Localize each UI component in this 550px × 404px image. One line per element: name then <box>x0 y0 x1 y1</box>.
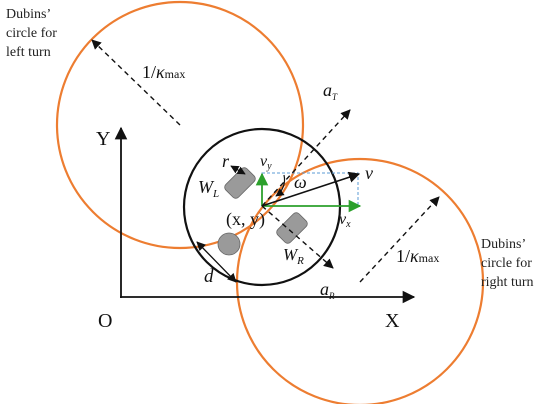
omega-label: ω <box>294 172 307 192</box>
origin-label: O <box>98 310 112 332</box>
x-axis-label: X <box>385 310 400 332</box>
caster-wheel <box>217 232 241 256</box>
right-circle-caption: Dubins’ circle for right turn <box>481 237 535 290</box>
y-axis-label: Y <box>96 128 110 150</box>
omega-arc <box>275 174 286 197</box>
right-wheel-label: WR <box>283 245 304 267</box>
distance-label: d <box>204 266 214 287</box>
left-wheel <box>224 167 256 199</box>
right-radius-arrow <box>359 196 440 283</box>
vx-label: vx <box>339 211 351 230</box>
radial-accel-arrow <box>261 205 334 269</box>
vy-label: vy <box>260 153 272 172</box>
left-wheel-label: WL <box>198 177 219 200</box>
tangential-accel-label: aT <box>323 80 338 102</box>
v-label: v <box>365 163 373 183</box>
right-wheel <box>276 212 308 244</box>
left-circle-caption: Dubins’ circle for left turn <box>6 7 60 60</box>
velocity-arrow <box>261 171 361 207</box>
left-radius-label: 1/κmax <box>142 62 185 82</box>
wheel-radius-label: r <box>222 151 230 171</box>
radial-accel-label: aR <box>320 279 335 301</box>
distance-arrow <box>196 241 237 283</box>
right-radius-label: 1/κmax <box>396 246 439 266</box>
left-turn-circle <box>55 0 305 250</box>
left-radius-arrow <box>91 39 181 126</box>
wheel-radius-arrow <box>230 165 246 175</box>
position-label: (x, y) <box>226 209 265 230</box>
robot-body <box>182 127 342 287</box>
